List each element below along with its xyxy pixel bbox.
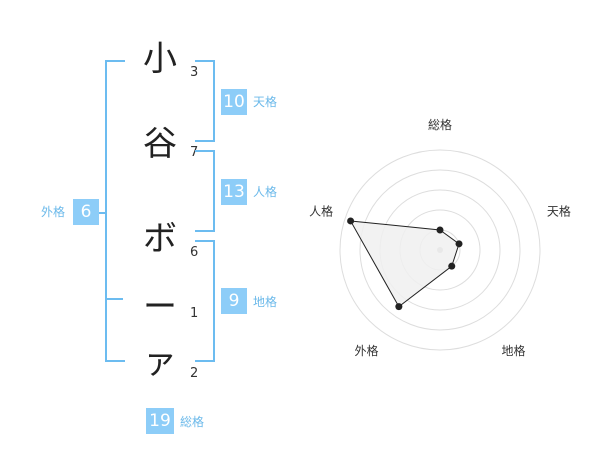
radar-point-3 bbox=[448, 262, 456, 270]
soukaku-label: 総格 bbox=[180, 415, 205, 429]
tenkaku-label: 天格 bbox=[253, 95, 278, 109]
divider-tick bbox=[105, 298, 123, 300]
radar-ring-5 bbox=[339, 149, 541, 351]
gaikaku-label: 外格 bbox=[41, 205, 66, 219]
stroke-count-5: 2 bbox=[190, 366, 199, 381]
radar-axis-label-1: 総格 bbox=[428, 117, 452, 132]
radar-series-polygon bbox=[349, 220, 460, 308]
gaikaku-bracket bbox=[105, 60, 125, 362]
stroke-count-2: 7 bbox=[190, 145, 199, 160]
name-char-3: ボ bbox=[143, 219, 177, 259]
tenkaku-bracket bbox=[195, 60, 215, 142]
radar-axis-label-2: 天格 bbox=[547, 203, 571, 218]
jinkaku-value: 13 bbox=[221, 179, 247, 205]
radar-point-4 bbox=[395, 303, 403, 311]
radar-axis-label-4: 外格 bbox=[355, 343, 379, 358]
stroke-count-3: 6 bbox=[190, 245, 199, 260]
radar-ring-4 bbox=[359, 169, 521, 331]
jinkaku-bracket bbox=[195, 150, 215, 232]
stroke-count-4: 1 bbox=[190, 306, 199, 321]
chikaku-value: 9 bbox=[221, 288, 247, 314]
radar-point-5 bbox=[347, 217, 355, 225]
chikaku-label: 地格 bbox=[253, 295, 278, 309]
stroke-count-1: 3 bbox=[190, 65, 199, 80]
name-char-2: 谷 bbox=[143, 124, 177, 164]
radar-axis-label-5: 人格 bbox=[309, 203, 333, 218]
soukaku-value: 19 bbox=[146, 408, 174, 434]
name-char-1: 小 bbox=[143, 39, 177, 79]
gaikaku-value: 6 bbox=[73, 199, 99, 225]
tenkaku-value: 10 bbox=[221, 89, 247, 115]
name-char-5: ァ bbox=[143, 342, 177, 382]
name-char-4: ー bbox=[143, 287, 177, 327]
radar-point-2 bbox=[455, 240, 463, 248]
chikaku-bracket bbox=[195, 240, 215, 362]
gaikaku-bracket-tick bbox=[95, 212, 105, 214]
radar-axis-label-3: 地格 bbox=[501, 343, 525, 358]
radar-point-1 bbox=[436, 226, 444, 234]
jinkaku-label: 人格 bbox=[253, 185, 278, 199]
